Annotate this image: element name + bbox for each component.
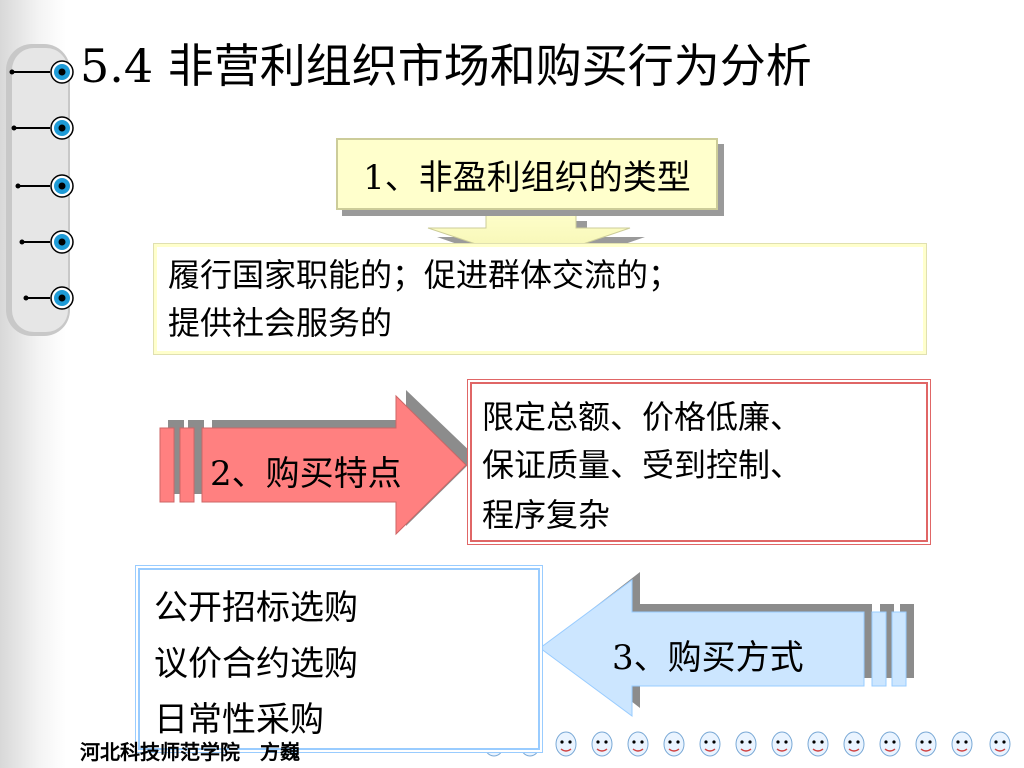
face-icon — [555, 731, 577, 757]
face-icon — [627, 731, 649, 757]
eye-bullet-icon — [15, 174, 74, 198]
left-arrow — [539, 572, 914, 717]
eye-bullet-icon — [9, 60, 74, 84]
methods-line-1: 公开招标选购 — [154, 588, 358, 628]
purchase-methods-label: 3、购买方式 — [612, 638, 804, 678]
face-icon — [915, 731, 937, 757]
face-icon — [699, 731, 721, 757]
type-line-2: 提供社会服务的 — [168, 304, 393, 342]
type-label-box — [336, 138, 718, 210]
face-icon — [663, 731, 685, 757]
eye-bullet-icon — [19, 230, 74, 254]
type-content-box — [153, 243, 927, 355]
face-icon — [951, 731, 973, 757]
purchase-methods-box — [136, 566, 542, 752]
face-row — [483, 731, 1011, 757]
face-icon — [807, 731, 829, 757]
binder-panel-inner — [12, 48, 68, 332]
features-line-3: 程序复杂 — [482, 496, 611, 534]
slide-title: 5.4 非营利组织市场和购买行为分析 — [80, 39, 812, 93]
footer-credit: 河北科技师范学院 方巍 — [80, 740, 300, 764]
face-icon — [843, 731, 865, 757]
type-label: 1、非盈利组织的类型 — [363, 158, 691, 198]
right-arrow — [159, 390, 476, 536]
features-line-2: 保证质量、受到控制、 — [482, 446, 803, 484]
methods-line-2: 议价合约选购 — [154, 644, 358, 684]
purchase-features-box — [468, 380, 930, 544]
face-icon — [591, 731, 613, 757]
methods-line-3: 日常性采购 — [154, 700, 324, 740]
purchase-features-label: 2、购买特点 — [210, 454, 402, 494]
features-line-1: 限定总额、价格低廉、 — [482, 398, 803, 436]
eye-bullet-icon — [23, 286, 74, 310]
face-icon — [989, 731, 1011, 757]
face-icon — [735, 731, 757, 757]
face-icon — [771, 731, 793, 757]
face-icon — [879, 731, 901, 757]
type-line-1: 履行国家职能的；促进群体交流的； — [168, 256, 681, 294]
eye-bullet-icon — [11, 116, 74, 140]
